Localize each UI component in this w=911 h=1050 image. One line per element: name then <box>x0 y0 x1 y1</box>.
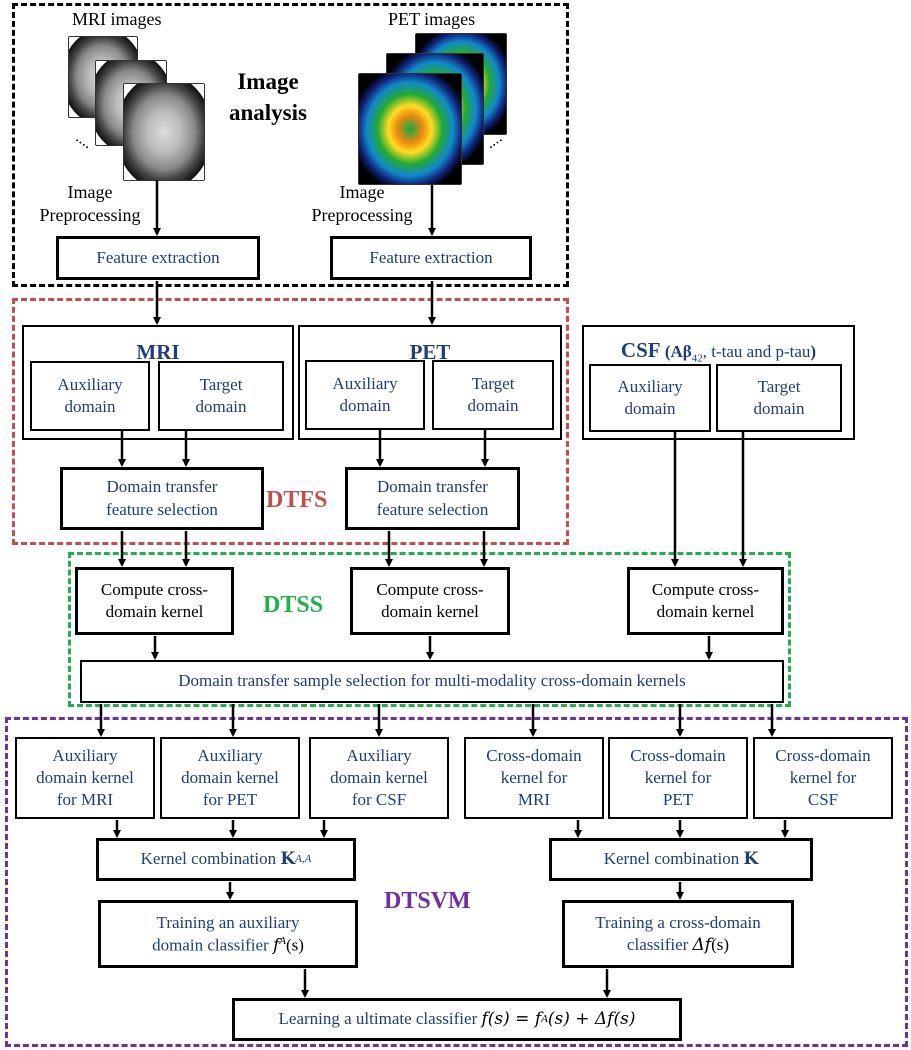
pet-images-label: PET images <box>388 9 476 29</box>
pet-target-domain-box: Target domain <box>432 360 554 430</box>
dtsvm-label: DTSVM <box>384 888 471 914</box>
image-preprocessing-label-right: Image Preprocessing <box>311 182 413 226</box>
mri-auxiliary-domain-box: Auxiliary domain <box>30 361 150 431</box>
domain-transfer-feature-selection-pet: Domain transfer feature selection <box>345 467 520 530</box>
feature-extraction-box-pet: Feature extraction <box>330 236 532 280</box>
mri-scan-image <box>123 83 205 181</box>
mri-target-domain-box: Target domain <box>158 361 284 431</box>
training-cross-domain-classifier: Training a cross-domain classifier Δf(s) <box>562 900 794 968</box>
pet-auxiliary-domain-box: Auxiliary domain <box>305 360 425 430</box>
csf-modality-title: CSF (Aβ42, t-tau and p-tau) <box>620 338 817 365</box>
domain-transfer-feature-selection-mri: Domain transfer feature selection <box>60 467 264 530</box>
csf-auxiliary-domain-box: Auxiliary domain <box>589 364 711 432</box>
feature-extraction-box-mri: Feature extraction <box>56 236 260 280</box>
mri-images-label: MRI images <box>72 9 162 29</box>
auxiliary-domain-kernel-csf: Auxiliary domain kernel for CSF <box>309 737 449 819</box>
compute-cross-domain-kernel-mri: Compute cross- domain kernel <box>75 567 234 635</box>
domain-transfer-sample-selection-box: Domain transfer sample selection for mul… <box>80 660 784 703</box>
mri-modality-title: MRI <box>136 340 180 364</box>
kernel-combination-cross-domain: Kernel combination K <box>549 838 813 881</box>
dtfs-region <box>12 298 569 545</box>
cross-domain-kernel-csf: Cross-domain kernel for CSF <box>753 737 893 819</box>
cross-domain-kernel-pet: Cross-domain kernel for PET <box>608 737 748 819</box>
dtsvm-region <box>5 717 908 1047</box>
training-auxiliary-classifier: Training an auxiliary domain classifier … <box>98 900 358 968</box>
csf-target-domain-box: Target domain <box>716 364 842 432</box>
dtfs-label: DTFS <box>266 487 328 513</box>
image-preprocessing-label-left: Image Preprocessing <box>39 182 141 226</box>
dtss-label: DTSS <box>263 592 324 618</box>
compute-cross-domain-kernel-csf: Compute cross- domain kernel <box>627 567 784 635</box>
dtss-region <box>68 552 791 707</box>
compute-cross-domain-kernel-pet: Compute cross- domain kernel <box>350 567 510 635</box>
auxiliary-domain-kernel-mri: Auxiliary domain kernel for MRI <box>15 737 155 819</box>
cross-domain-kernel-mri: Cross-domain kernel for MRI <box>464 737 604 819</box>
pet-scan-image <box>358 73 462 185</box>
auxiliary-domain-kernel-pet: Auxiliary domain kernel for PET <box>160 737 300 819</box>
image-analysis-title: Image analysis <box>229 69 307 126</box>
image-analysis-region <box>12 3 569 287</box>
